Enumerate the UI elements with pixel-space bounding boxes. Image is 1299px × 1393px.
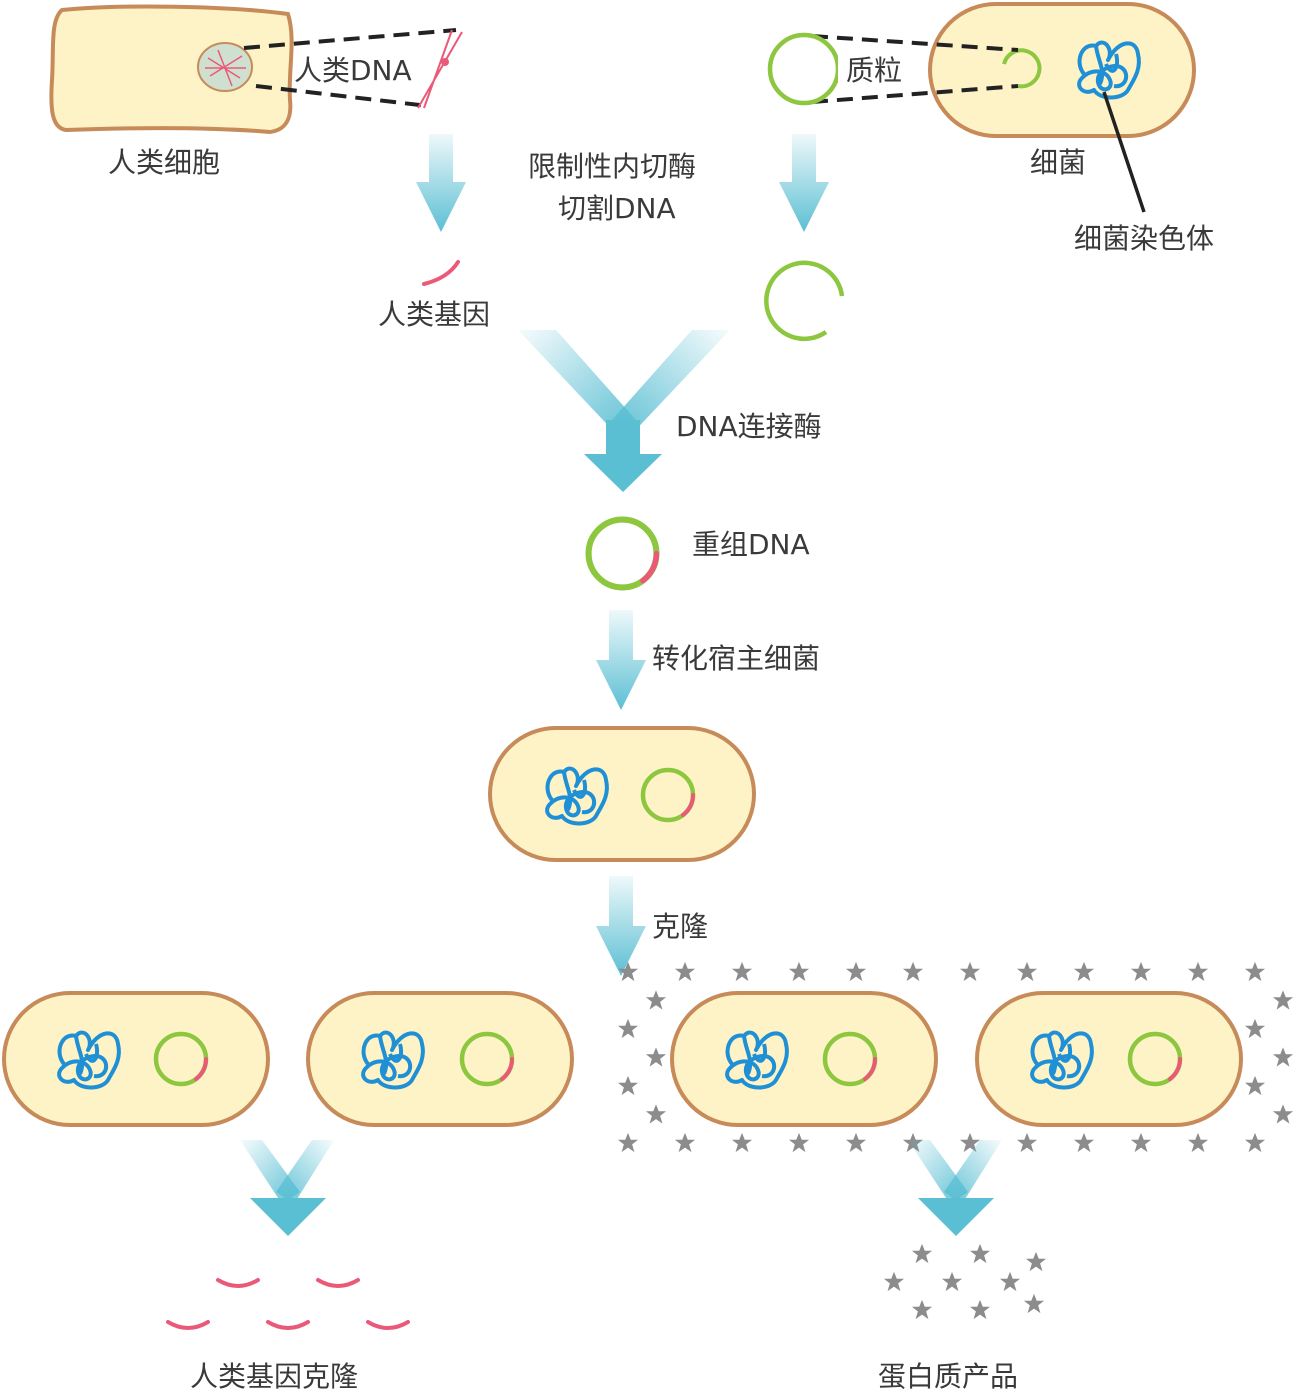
protein-star-icon [1272,990,1294,1010]
host-bacterium-icon [488,726,756,862]
protein-star-icon [788,961,810,982]
protein-star-icon [911,1243,933,1264]
recombinant-dna-label: 重组DNA [692,528,810,561]
protein-star-icon [999,1271,1021,1292]
protein-star-icon [788,1132,810,1153]
down-arrow-icon [416,134,466,232]
recombinant-plasmid-icon [589,520,657,588]
chromosome-label: 细菌染色体 [1074,222,1214,255]
protein-star-icon [902,961,924,982]
protein-star-icon [1025,1251,1047,1272]
human-cell-icon [49,4,294,135]
merge-arrow-icon [908,1140,1002,1236]
protein-star-icon [1130,961,1152,982]
protein-star-icon [845,1132,867,1153]
protein-star-icon [1073,961,1095,982]
protein-star-icon [1023,1293,1045,1314]
human-gene-clone-label: 人类基因克隆 [190,1360,358,1393]
protein-star-icon [645,1047,667,1067]
bacterium-icon [928,2,1196,138]
down-arrow-icon [779,134,829,232]
zoom-lines [243,28,457,108]
protein-star-icon [1244,1018,1266,1039]
open-plasmid-icon [764,260,845,341]
human-dna-label: 人类DNA [294,54,412,87]
clone-label: 克隆 [652,910,708,943]
protein-star-icon [959,961,981,982]
gene-fragment-icon [422,260,460,286]
protein-star-icon [1016,961,1038,982]
transform-host-label: 转化宿主细菌 [652,642,820,675]
protein-product-stars [883,1243,1047,1320]
protein-star-icon [1244,1132,1266,1153]
plasmid-zoom-lines [811,34,1019,104]
protein-star-icon [883,1271,905,1292]
restriction-enzyme-label-2: 切割DNA [558,192,676,225]
dna-ligase-label: DNA连接酶 [676,410,822,443]
restriction-enzyme-label-1: 限制性内切酶 [528,150,696,183]
protein-star-icon [969,1299,991,1320]
protein-star-icon [1272,1047,1294,1067]
protein-star-icon [1187,1132,1209,1153]
protein-star-icon [645,1104,667,1124]
human-cell-label: 人类细胞 [108,146,220,179]
chromosome-pointer [1102,91,1146,213]
cloned-gene-fragments [166,1278,410,1330]
cloned-bacterium-3 [670,991,938,1127]
protein-star-icon [617,1075,639,1096]
cloned-bacterium-4 [975,991,1243,1127]
protein-star-icon [1016,1132,1038,1153]
protein-star-icon [969,1243,991,1264]
protein-star-icon [1244,1075,1266,1096]
down-arrow-icon [596,876,646,976]
cloned-bacterium-2 [306,991,574,1127]
protein-star-icon [674,961,696,982]
down-arrow-icon [596,610,646,710]
protein-star-icon [674,1132,696,1153]
protein-star-icon [941,1271,963,1292]
protein-star-icon [1187,961,1209,982]
protein-star-icon [911,1299,933,1320]
bacterium-label: 细菌 [1030,146,1086,179]
dna-strand-icon [417,29,463,109]
protein-star-icon [731,1132,753,1153]
protein-star-icon [1244,961,1266,982]
merge-arrow-icon [240,1140,334,1236]
protein-star-icon [731,961,753,982]
protein-star-icon [1130,1132,1152,1153]
protein-star-icon [1073,1132,1095,1153]
cloned-bacterium-1 [2,991,270,1127]
plasmid-icon [767,32,841,106]
protein-star-icon [1272,1104,1294,1124]
protein-product-label: 蛋白质产品 [878,1360,1018,1393]
protein-star-icon [617,1132,639,1153]
human-gene-label: 人类基因 [378,298,490,331]
protein-star-icon [645,990,667,1010]
protein-star-icon [617,1018,639,1039]
protein-star-icon [845,961,867,982]
plasmid-label: 质粒 [846,54,902,87]
merge-arrow-icon [518,330,730,492]
